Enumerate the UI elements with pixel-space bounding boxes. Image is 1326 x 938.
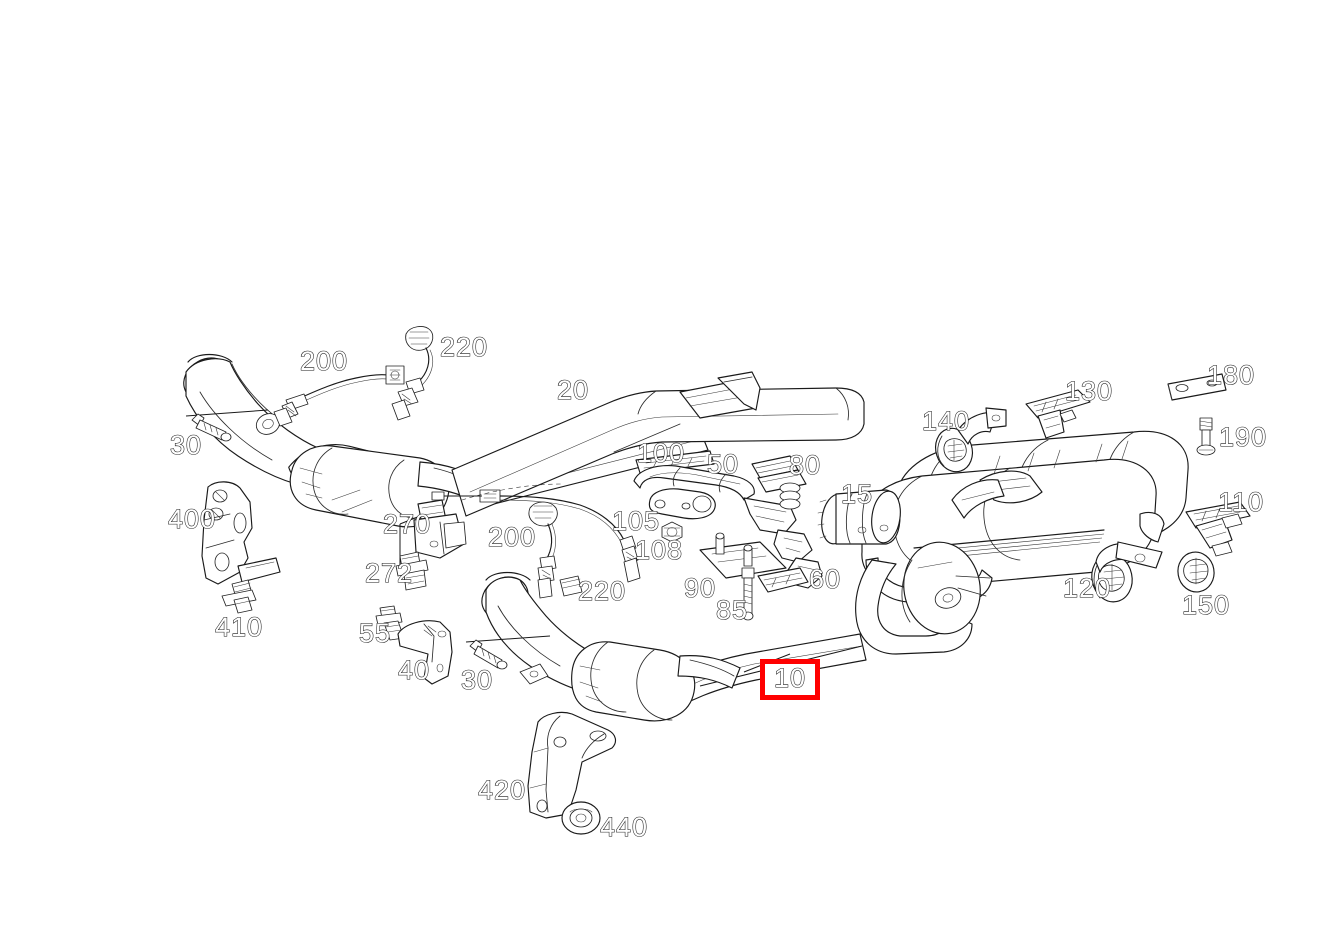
callout-190: 190	[1218, 422, 1268, 452]
callout-60: 60	[808, 564, 842, 594]
part-60-lower-heat-shield	[757, 567, 809, 593]
part-108-lock-nut	[661, 521, 683, 543]
part-15-sleeve-clamp	[817, 489, 901, 545]
callout-108: 108	[634, 535, 684, 565]
part-120-rubber-mount-ring	[1091, 541, 1163, 603]
part-220-upper-o2-sensor	[391, 326, 434, 421]
callout-420: 420	[477, 775, 527, 805]
callout-200-upper: 200	[299, 346, 349, 376]
part-140-rubber-mount-bracket	[935, 407, 1007, 473]
callout-150: 150	[1181, 590, 1231, 620]
callout-30-upper: 30	[169, 430, 203, 460]
part-200-lower-o2-sensor	[528, 501, 558, 599]
part-410-expanding-rivet	[221, 579, 257, 614]
callout-272: 272	[364, 558, 414, 588]
callout-130: 130	[1064, 376, 1114, 406]
callout-200-lower: 200	[487, 522, 537, 552]
lower-downpipe-catalyst-assembly	[481, 571, 741, 722]
callout-20: 20	[556, 375, 590, 405]
callout-180: 180	[1206, 360, 1256, 390]
callout-270: 270	[382, 509, 432, 539]
callout-10-highlighted[interactable]: 10	[760, 659, 821, 700]
front-exhaust-pipe-20	[451, 371, 865, 517]
main-muffler-body	[855, 430, 1189, 655]
callout-220-lower: 220	[577, 576, 627, 606]
part-440-rubber-bushing	[561, 801, 601, 835]
part-220-lower-o2-sensor	[431, 489, 641, 583]
part-190-shoulder-bolt	[1196, 417, 1216, 456]
part-272-valve-grommet	[395, 551, 429, 591]
callout-80: 80	[788, 450, 822, 480]
upper-downpipe-catalyst-assembly	[183, 353, 709, 528]
callout-100: 100	[636, 438, 686, 468]
callout-220-upper: 220	[439, 332, 489, 362]
part-200-upper-o2-sensor	[273, 365, 405, 427]
part-85-shield-bolt	[741, 567, 755, 621]
part-50-upper-heat-shield	[633, 465, 823, 589]
callout-120: 120	[1062, 573, 1112, 603]
callout-440: 440	[599, 812, 649, 842]
callout-140: 140	[921, 406, 971, 436]
callout-85: 85	[715, 595, 749, 625]
callout-110: 110	[1217, 487, 1265, 517]
part-30-upper-bolt	[185, 409, 269, 442]
part-90-heat-shield-plate	[699, 532, 787, 579]
callout-30-lower: 30	[460, 665, 494, 695]
part-180-flat-link-plate	[1167, 373, 1227, 401]
callout-55: 55	[358, 618, 392, 648]
part-30-lower-bolt	[465, 635, 551, 670]
part-400-support-bracket-left	[201, 481, 281, 585]
part-150-rubber-grommet	[1177, 551, 1215, 593]
part-40-mounting-bracket	[397, 620, 453, 685]
callout-105: 105	[611, 506, 661, 536]
part-105-bracket-plate	[648, 488, 716, 520]
part-130-hanger-bracket	[1025, 389, 1091, 439]
part-420-hanger-arm-bracket	[527, 711, 617, 819]
callout-40: 40	[397, 655, 431, 685]
part-270-vacuum-actuator-valve	[399, 483, 563, 567]
callout-410: 410	[214, 612, 264, 642]
callout-50: 50	[706, 449, 740, 479]
part-80-retainer-strip	[751, 455, 807, 510]
callout-15: 15	[840, 479, 874, 509]
callout-90: 90	[683, 573, 717, 603]
part-110-hanger-bracket-right	[1185, 501, 1251, 557]
callout-400: 400	[167, 504, 217, 534]
